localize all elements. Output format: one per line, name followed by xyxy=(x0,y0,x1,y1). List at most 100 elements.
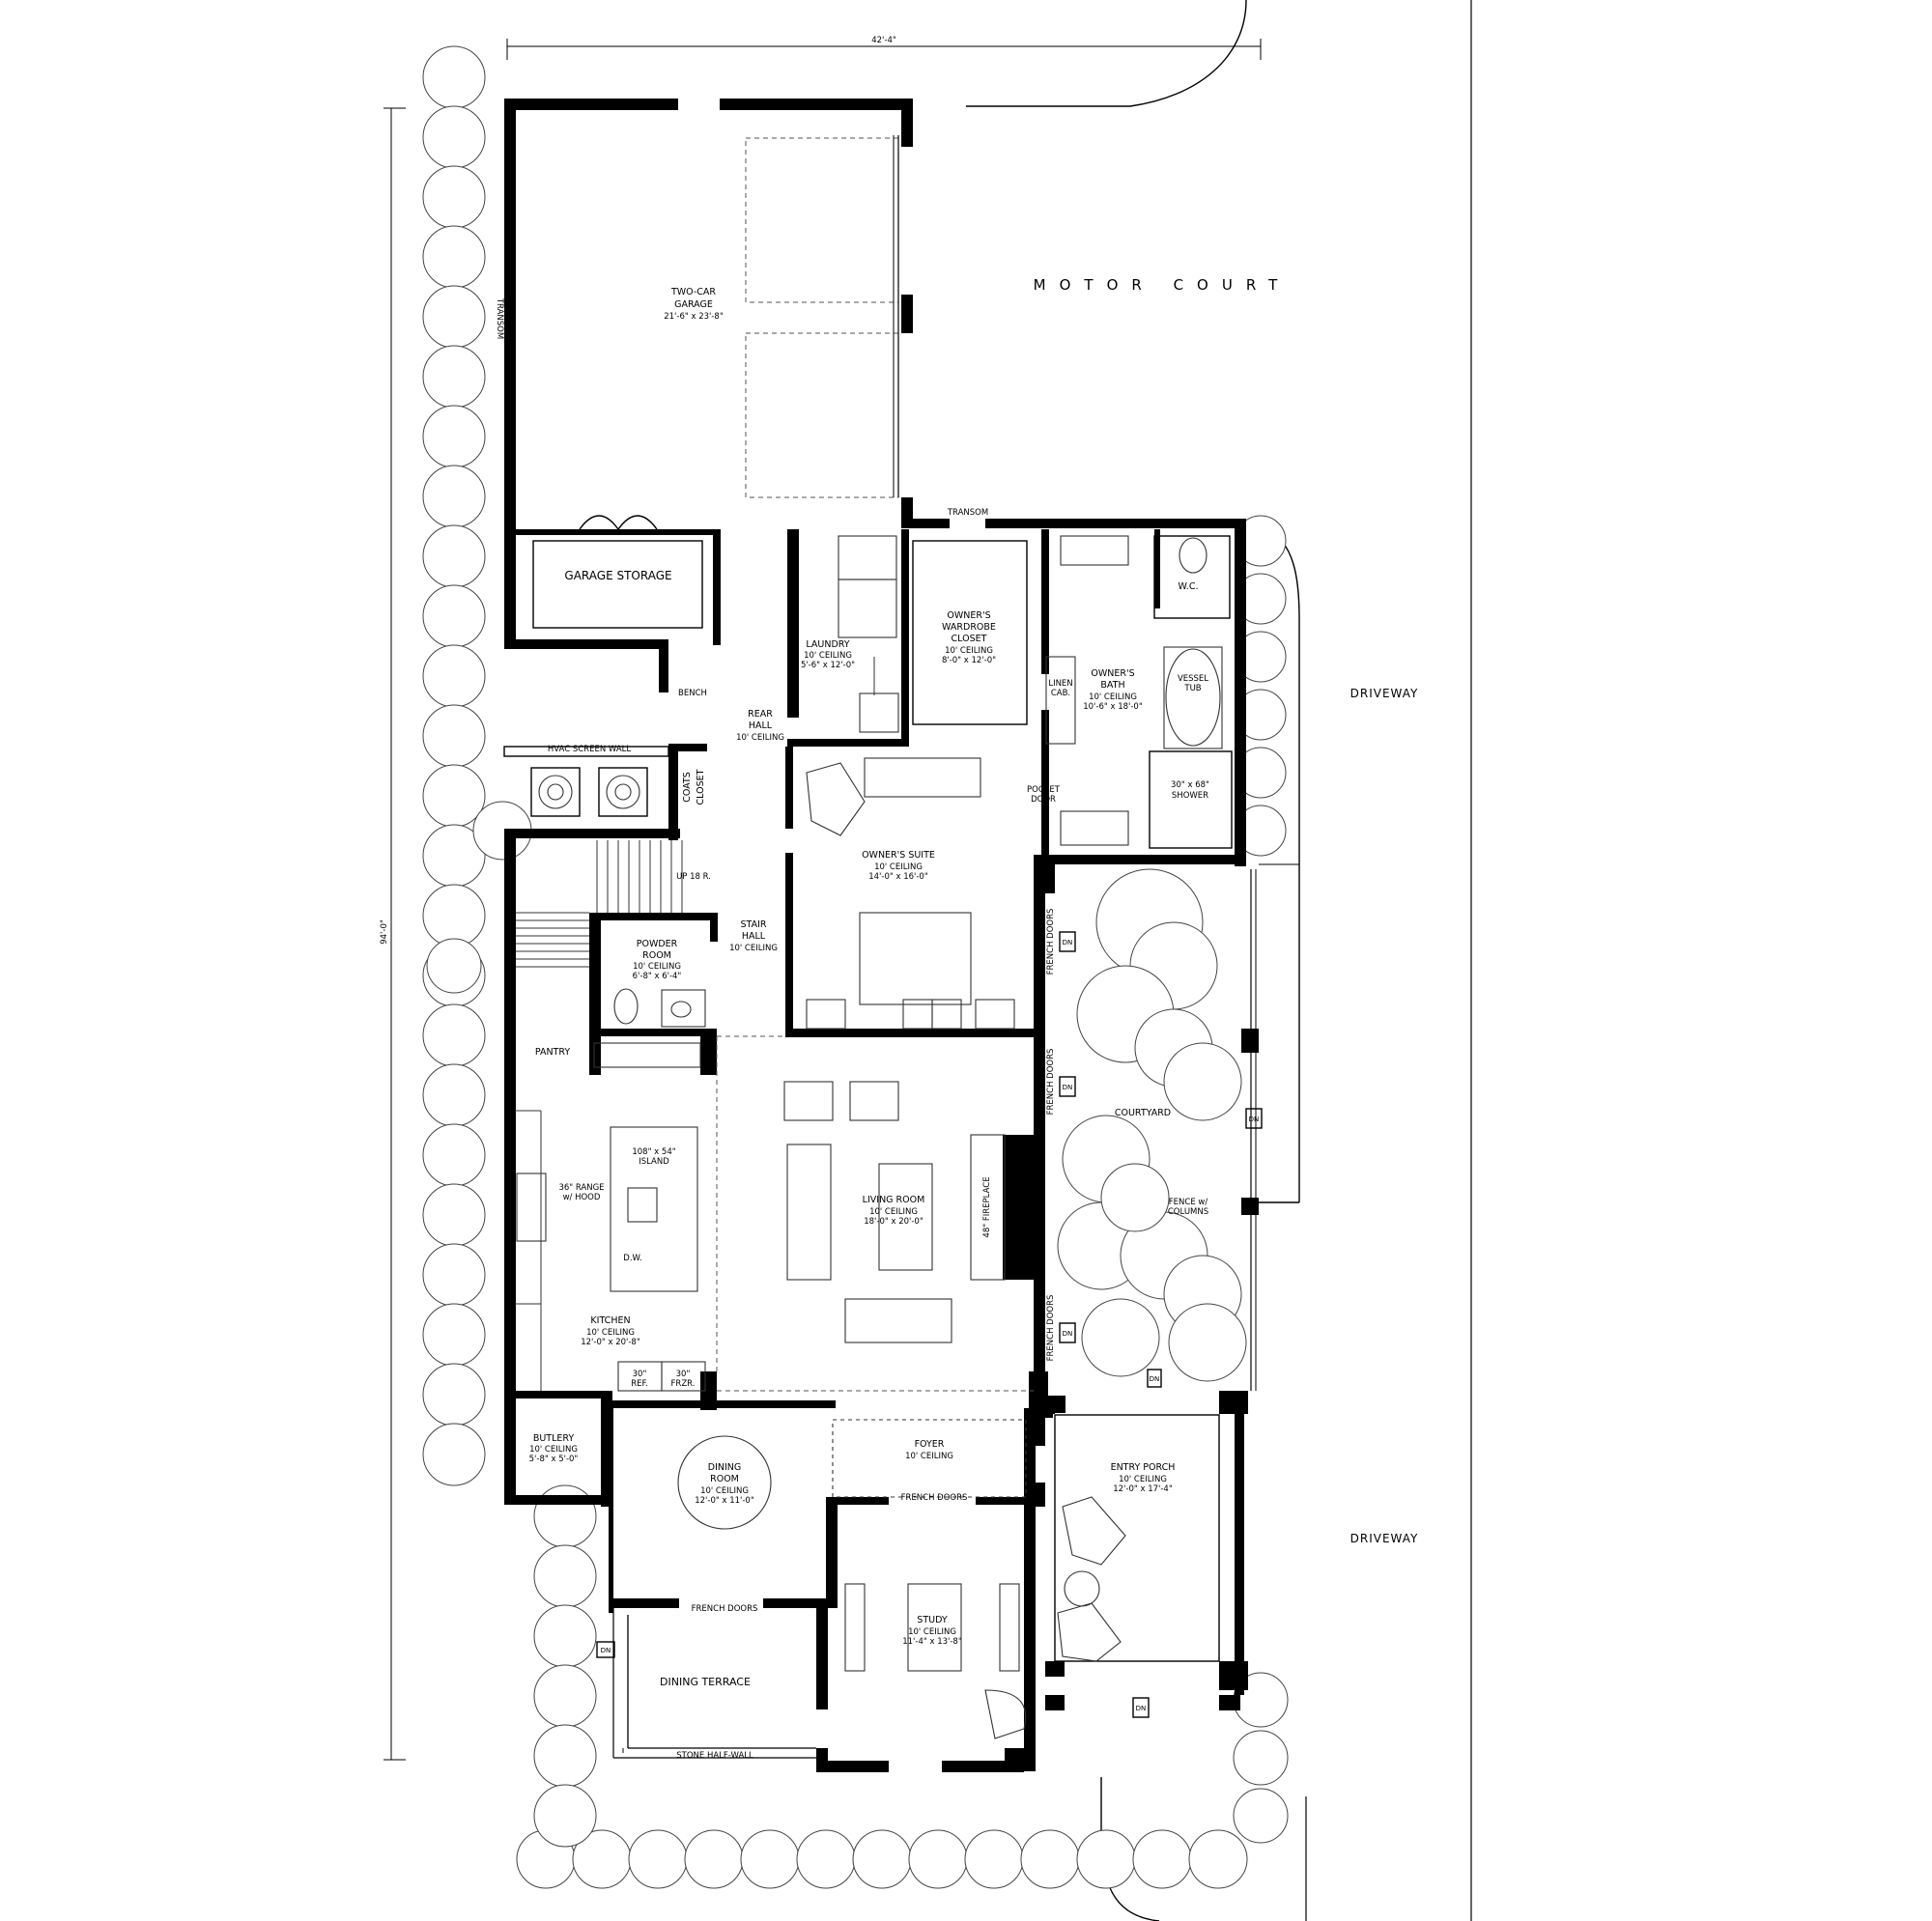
shrub-icon xyxy=(422,405,486,468)
shrub-icon xyxy=(1100,1163,1170,1232)
garage-name2: GARAGE xyxy=(674,299,713,310)
stairs xyxy=(516,840,683,968)
shrub-icon xyxy=(422,704,486,768)
shrub-icon xyxy=(422,105,486,169)
study-furniture xyxy=(844,1583,1027,1739)
dining-terrace-label: DINING TERRACE xyxy=(660,1676,751,1688)
porch-size: 12'-0" x 17'-4" xyxy=(1113,1484,1173,1494)
wardrobe-ceiling: 10' CEILING xyxy=(945,646,993,656)
exterior-walls xyxy=(504,99,1259,1772)
dn-porch: DN xyxy=(1136,1705,1147,1712)
bench-label: BENCH xyxy=(678,689,707,698)
wardrobe-name2: WARDROBE xyxy=(942,622,996,633)
dn-living-1: DN xyxy=(1063,1084,1073,1091)
pocket-door-label-2: DOOR xyxy=(1031,795,1056,805)
french-doors-suite-label: FRENCH DOORS xyxy=(1046,909,1056,975)
shrub-icon xyxy=(852,1829,912,1889)
shrub-icon xyxy=(1233,1788,1289,1844)
entry-porch-label: ENTRY PORCH 10' CEILING 12'-0" x 17'-4" xyxy=(1111,1462,1176,1494)
powder-size: 6'-8" x 6'-4" xyxy=(633,972,682,981)
french-doors-dining-label: FRENCH DOORS xyxy=(692,1604,758,1614)
fence-label-2: COLUMNS xyxy=(1168,1207,1208,1217)
bath-name2: BATH xyxy=(1100,680,1124,691)
owners-bath-label: OWNER'S BATH 10' CEILING 10'-6" x 18'-0" xyxy=(1083,668,1143,712)
wardrobe-name3: CLOSET xyxy=(952,634,987,644)
frzr-label-1: 30" xyxy=(676,1370,691,1379)
shrub-icon xyxy=(908,1829,968,1889)
powder-fixtures xyxy=(613,988,706,1028)
shower-label-2: SHOWER xyxy=(1172,791,1208,801)
shrub-icon xyxy=(533,1484,597,1548)
shrub-icon xyxy=(422,764,486,828)
french-doors-living-label-2: FRENCH DOORS xyxy=(1046,1295,1056,1362)
owners-suite-label: OWNER'S SUITE 10' CEILING 14'-0" x 16'-0… xyxy=(862,850,935,882)
transom-suite-label: TRANSOM xyxy=(947,508,988,518)
shrub-icon xyxy=(964,1829,1024,1889)
powder-ceiling: 10' CEILING xyxy=(633,962,681,972)
shower-label-1: 30" x 68" xyxy=(1171,780,1209,790)
shrub-icon xyxy=(796,1829,856,1889)
shrub-icon xyxy=(422,1063,486,1127)
bath-size: 10'-6" x 18'-0" xyxy=(1083,702,1143,712)
french-doors-living-label-1: FRENCH DOORS xyxy=(1046,1049,1056,1116)
dw-label: D.W. xyxy=(623,1254,641,1263)
dn-terrace: DN xyxy=(601,1647,611,1654)
stair-name2: HALL xyxy=(742,931,766,942)
butlery-size: 5'-8" x 5'-0" xyxy=(529,1455,579,1464)
dimension-width: 42'-4" xyxy=(506,36,1262,60)
suite-ceiling: 10' CEILING xyxy=(874,862,923,872)
shrub-icon xyxy=(426,938,482,994)
range-label-2: w/ HOOD xyxy=(563,1193,601,1202)
wardrobe-size: 8'-0" x 12'-0" xyxy=(942,656,996,665)
hvac-label: HVAC SCREEN WALL xyxy=(548,745,631,754)
frzr-label-2: FRZR. xyxy=(671,1379,696,1389)
french-doors-foyer-label: FRENCH DOORS xyxy=(901,1493,968,1503)
dimension-depth: 94'-0" xyxy=(380,107,406,1761)
shrub-icon xyxy=(422,524,486,588)
courtyard-fence xyxy=(1250,863,1299,1391)
foyer-label: FOYER 10' CEILING xyxy=(905,1439,953,1461)
foyer-ceiling: 10' CEILING xyxy=(905,1452,953,1461)
rear-hall-label: REAR HALL 10' CEILING xyxy=(736,709,784,743)
laundry-label: LAUNDRY 10' CEILING 5'-6" x 12'-0" xyxy=(801,639,855,670)
dn-courtyard-2: DN xyxy=(1150,1375,1160,1383)
shrub-icon xyxy=(422,1303,486,1367)
shrub-icon xyxy=(422,1183,486,1247)
bath-fixtures xyxy=(1060,535,1233,849)
shrub-icon xyxy=(628,1829,688,1889)
landscape-shrubs xyxy=(422,45,1289,1889)
living-name: LIVING ROOM xyxy=(863,1195,925,1205)
stair-ceiling: 10' CEILING xyxy=(729,944,778,953)
shrub-icon xyxy=(422,1423,486,1486)
coats-label-2: CLOSET xyxy=(696,769,706,805)
powder-label: POWDER ROOM 10' CEILING 6'-8" x 6'-4" xyxy=(633,939,682,981)
range-label-1: 36" RANGE xyxy=(558,1183,604,1193)
rear-hall-name1: REAR xyxy=(748,709,773,720)
powder-name1: POWDER xyxy=(637,939,678,949)
shrub-icon xyxy=(1163,1042,1242,1121)
dining-room-label: DINING ROOM 10' CEILING 12'-0" x 11'-0" xyxy=(695,1462,754,1506)
ref-label-1: 30" xyxy=(633,1370,647,1379)
dining-furniture xyxy=(677,1419,1027,1530)
stair-hall-label: STAIR HALL 10' CEILING xyxy=(729,919,778,953)
dining-name2: ROOM xyxy=(710,1474,739,1484)
stone-wall-label: STONE HALF-WALL xyxy=(676,1751,753,1761)
motor-court-label: MOTOR COURT xyxy=(1034,276,1292,294)
shrub-icon xyxy=(422,345,486,409)
butlery-name: BUTLERY xyxy=(533,1433,575,1444)
stair-up-label: UP 18 R. xyxy=(676,872,711,882)
study-name: STUDY xyxy=(917,1615,948,1625)
butlery-ceiling: 10' CEILING xyxy=(529,1445,578,1455)
garage-storage-outline xyxy=(532,515,703,629)
bath-name1: OWNER'S xyxy=(1091,668,1134,679)
shrub-icon xyxy=(422,1363,486,1427)
living-furniture xyxy=(716,1035,1034,1392)
dn-courtyard: DN xyxy=(1249,1116,1260,1123)
kitchen-fixtures xyxy=(515,1042,706,1392)
wardrobe-outline xyxy=(912,540,1076,745)
laundry-name: LAUNDRY xyxy=(806,639,849,650)
kitchen-ceiling: 10' CEILING xyxy=(586,1328,635,1338)
shrub-icon xyxy=(533,1784,597,1848)
kitchen-name: KITCHEN xyxy=(590,1315,630,1326)
